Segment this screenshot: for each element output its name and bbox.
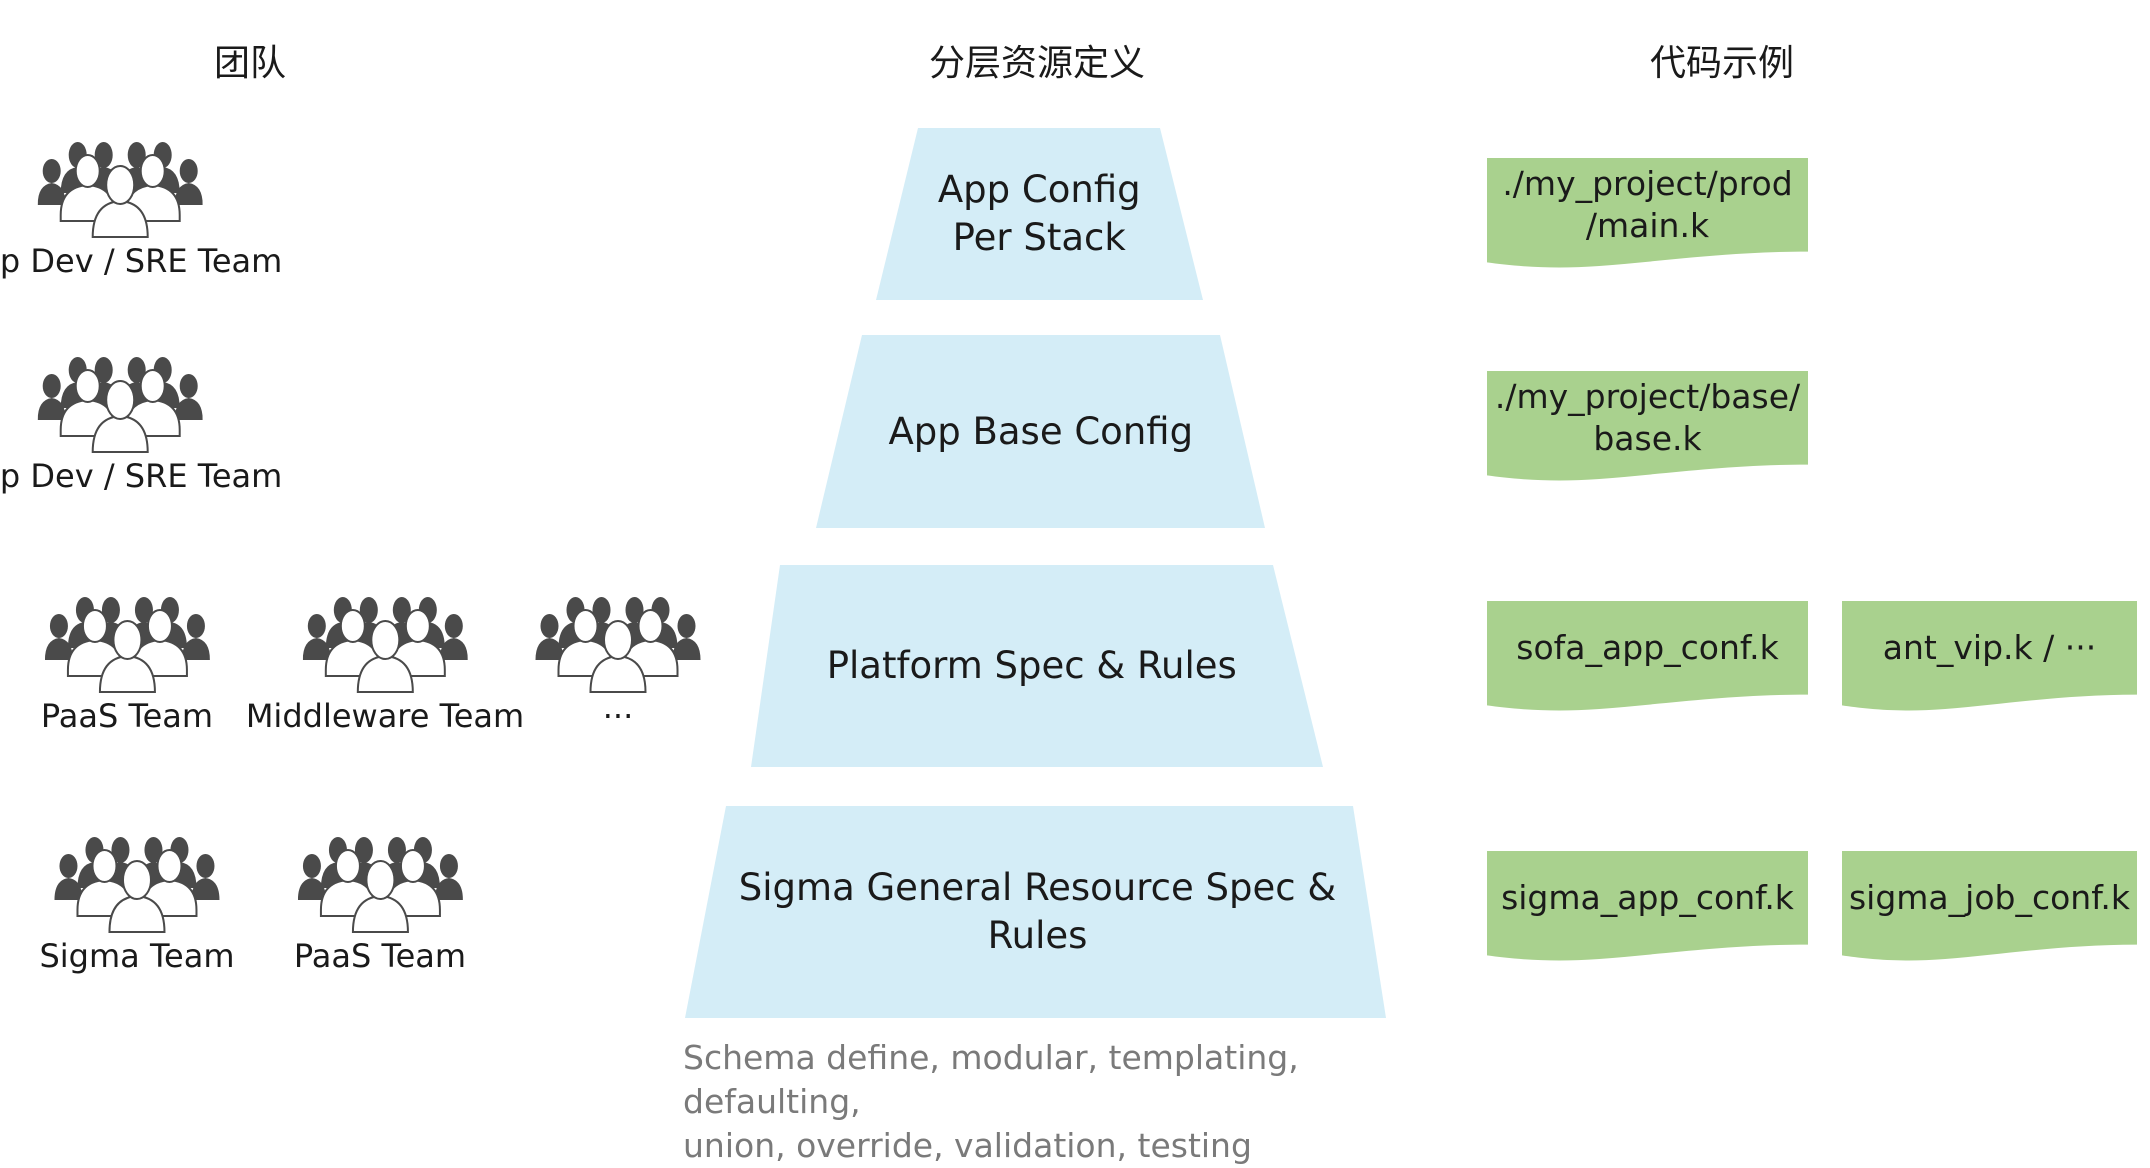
team-label: App Dev / SRE Team — [0, 242, 283, 280]
document-shape-icon — [1487, 851, 1808, 961]
team-icon — [54, 837, 220, 933]
code-example-file: ./my_project/prod /main.k — [1487, 158, 1808, 278]
code-file-path: sofa_app_conf.k — [1516, 627, 1779, 667]
code-examples-column-header: 代码示例 — [1649, 43, 1794, 84]
team-item: Middleware Team — [246, 590, 524, 735]
team-label: ··· — [602, 697, 634, 735]
layers-column-header: 分层资源定义 — [928, 43, 1145, 84]
layer-label: Sigma General Resource Spec & Rules — [738, 866, 1337, 957]
code-file-path: ant_vip.k / ··· — [1882, 627, 2097, 667]
team-icon — [302, 597, 468, 693]
code-example-file: ./my_project/base/ base.k — [1487, 371, 1808, 491]
team-item: Sigma Team — [39, 830, 235, 975]
team-label: App Dev / SRE Team — [0, 457, 283, 495]
team-item: PaaS Team — [294, 830, 466, 975]
document-shape-icon — [1487, 601, 1808, 711]
document-shape-icon — [1842, 851, 2137, 961]
team-label: PaaS Team — [40, 697, 214, 735]
team-label: Middleware Team — [245, 697, 525, 735]
document-shape-icon — [1842, 601, 2137, 711]
layer-trapezoid — [876, 128, 1203, 300]
team-item: App Dev / SRE Team — [0, 350, 282, 495]
layer-trapezoid — [685, 806, 1386, 1018]
teams-column-header: 团队 — [213, 43, 286, 84]
code-example-file: ant_vip.k / ··· — [1842, 601, 2137, 721]
team-icon — [37, 357, 203, 453]
layer-trapezoid — [816, 335, 1265, 528]
team-item: App Dev / SRE Team — [0, 135, 282, 280]
document-shape-icon — [1487, 158, 1808, 268]
team-icon — [297, 837, 463, 933]
layer-features-caption: Schema define, modular, templating, defa… — [683, 1038, 1299, 1165]
code-example-file: sigma_job_conf.k — [1842, 851, 2137, 971]
document-shape-icon — [1487, 371, 1808, 481]
team-icon — [44, 597, 210, 693]
code-example-file: sigma_app_conf.k — [1487, 851, 1808, 971]
code-file-path: sigma_app_conf.k — [1501, 877, 1794, 917]
team-icon — [535, 597, 701, 693]
code-file-path: ./my_project/prod /main.k — [1502, 163, 1793, 245]
layer-pyramid — [685, 128, 1386, 1018]
team-label: PaaS Team — [293, 937, 467, 975]
code-file-path: ./my_project/base/ base.k — [1494, 376, 1801, 458]
code-file-path: sigma_job_conf.k — [1848, 877, 2131, 917]
layer-label: Platform Spec & Rules — [826, 644, 1237, 687]
team-icon — [37, 142, 203, 238]
team-item: ··· — [535, 590, 701, 735]
layer-trapezoid — [751, 565, 1323, 767]
team-label: Sigma Team — [39, 937, 235, 975]
layer-label: App Config Per Stack — [937, 168, 1141, 259]
code-example-file: sofa_app_conf.k — [1487, 601, 1808, 721]
layer-label: App Base Config — [888, 409, 1194, 453]
team-item: PaaS Team — [41, 590, 213, 735]
